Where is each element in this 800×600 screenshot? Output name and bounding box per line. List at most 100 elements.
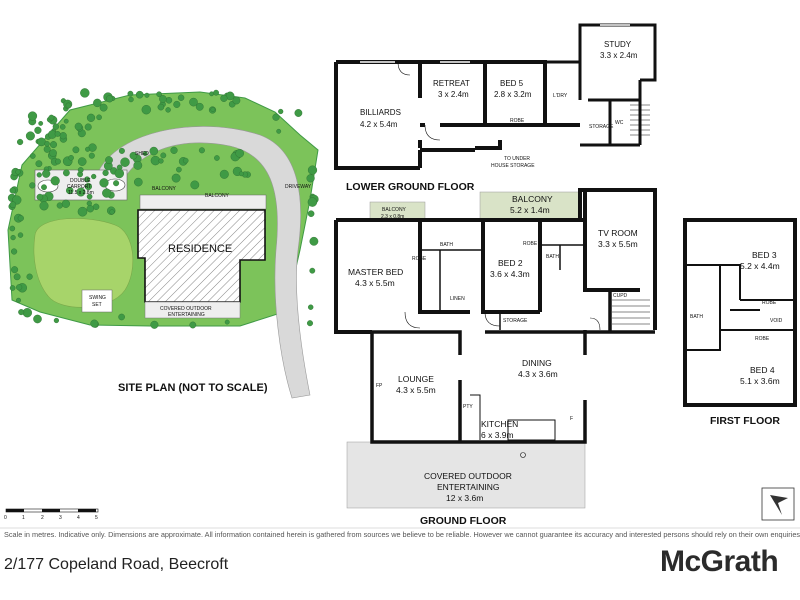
outdoor-label: ENTERTAINING bbox=[437, 482, 500, 492]
ground-storage-label: STORAGE bbox=[503, 318, 528, 324]
tree-icon bbox=[278, 108, 284, 115]
tree-icon bbox=[173, 100, 181, 108]
tree-icon bbox=[11, 266, 19, 274]
tree-icon bbox=[52, 123, 60, 130]
tree-icon bbox=[307, 210, 315, 217]
outdoor-label: COVERED OUTDOOR bbox=[424, 471, 512, 481]
tree-icon bbox=[93, 98, 102, 108]
tree-icon bbox=[99, 178, 109, 188]
dining-dim: 4.3 x 3.6m bbox=[518, 369, 558, 379]
tree-icon bbox=[77, 157, 87, 166]
disclaimer: Scale in metres. Indicative only. Dimens… bbox=[4, 530, 800, 539]
first-robe2-label: ROBE bbox=[755, 336, 770, 342]
tree-icon bbox=[84, 123, 92, 131]
balcony-area bbox=[479, 191, 581, 221]
bed4-label: BED 4 bbox=[750, 365, 775, 375]
ground-floor-title: GROUND FLOOR bbox=[420, 515, 507, 527]
bath-label: BATH bbox=[440, 242, 453, 248]
tree-icon bbox=[195, 102, 204, 111]
tree-icon bbox=[9, 201, 17, 208]
billiards-dim: 4.2 x 5.4m bbox=[360, 120, 398, 129]
tree-icon bbox=[17, 215, 24, 222]
robe-label: ROBE bbox=[412, 256, 427, 262]
trees bbox=[7, 88, 319, 329]
kitchen-bench bbox=[470, 394, 556, 441]
fridge-label: F bbox=[570, 416, 573, 422]
site-driveway-label: DRIVEWAY bbox=[285, 184, 312, 190]
tree-icon bbox=[11, 248, 18, 255]
tree-icon bbox=[214, 155, 220, 161]
tree-icon bbox=[156, 91, 162, 97]
tree-icon bbox=[26, 273, 33, 280]
tree-icon bbox=[68, 154, 74, 161]
retreat-dim: 3 x 2.4m bbox=[438, 90, 469, 99]
tree-icon bbox=[96, 114, 102, 121]
lower-ground-floor bbox=[334, 23, 657, 170]
tree-icon bbox=[43, 145, 51, 153]
first-floor-title: FIRST FLOOR bbox=[710, 415, 780, 427]
tree-icon bbox=[37, 137, 46, 147]
interior-walls bbox=[685, 264, 795, 351]
first-floor bbox=[683, 218, 797, 407]
tree-icon bbox=[9, 225, 16, 232]
scale-tick: 2 bbox=[41, 515, 44, 521]
tree-icon bbox=[177, 94, 185, 101]
tree-icon bbox=[224, 319, 230, 325]
bed3-label: BED 3 bbox=[752, 250, 777, 260]
tree-icon bbox=[129, 151, 138, 160]
tree-icon bbox=[18, 309, 25, 316]
scale-tick: 4 bbox=[77, 515, 80, 521]
tree-icon bbox=[29, 182, 36, 189]
tree-icon bbox=[198, 147, 205, 154]
tree-icon bbox=[150, 320, 159, 329]
tree-icon bbox=[158, 158, 164, 164]
north-arrow-icon bbox=[761, 487, 795, 521]
lower-storage-label: STORAGE bbox=[589, 124, 614, 130]
bed2-dim: 3.6 x 4.3m bbox=[490, 269, 530, 279]
tree-icon bbox=[55, 158, 61, 165]
site-balcony-label: BALCONY bbox=[205, 193, 230, 199]
site-plan: SHED DOUBLE CARPORT 11.5 x 2.8m BALCONY … bbox=[7, 88, 319, 399]
tree-icon bbox=[36, 193, 44, 201]
tree-icon bbox=[90, 319, 99, 328]
tree-icon bbox=[17, 232, 24, 238]
tree-icon bbox=[22, 308, 32, 318]
lower-ground-title: LOWER GROUND FLOOR bbox=[346, 181, 475, 193]
scale-tick: 0 bbox=[4, 515, 7, 521]
tree-icon bbox=[29, 153, 36, 159]
tree-icon bbox=[59, 132, 67, 140]
tree-icon bbox=[86, 113, 96, 122]
tree-icon bbox=[27, 111, 38, 121]
tree-icon bbox=[309, 236, 319, 246]
scale-tick: 1 bbox=[22, 515, 25, 521]
tree-icon bbox=[92, 203, 100, 211]
bed3-dim: 5.2 x 4.4m bbox=[740, 261, 780, 271]
void-label: VOID bbox=[770, 318, 783, 324]
tree-icon bbox=[54, 130, 61, 137]
balcony-small-label: BALCONY bbox=[382, 207, 407, 213]
billiards-label: BILLIARDS bbox=[360, 108, 401, 117]
outdoor-dim: 12 x 3.6m bbox=[446, 493, 483, 503]
robe2-label: ROBE bbox=[523, 241, 538, 247]
tree-icon bbox=[135, 90, 144, 99]
site-swing-label: SWING bbox=[89, 295, 106, 301]
lower-robe-label: ROBE bbox=[510, 118, 525, 124]
tree-icon bbox=[35, 160, 43, 168]
tree-icon bbox=[109, 209, 115, 215]
scale-tick: 5 bbox=[95, 515, 98, 521]
tree-icon bbox=[306, 174, 315, 183]
tree-icon bbox=[72, 146, 80, 154]
tree-icon bbox=[34, 126, 42, 134]
tree-icon bbox=[84, 176, 91, 183]
tree-icon bbox=[209, 91, 215, 97]
tree-icon bbox=[102, 169, 109, 177]
site-balcony-label: BALCONY bbox=[152, 186, 177, 192]
site-swing-label: SET bbox=[92, 302, 102, 308]
tree-icon bbox=[133, 160, 143, 170]
wc-label: WC bbox=[615, 120, 624, 126]
balcony-dim: 5.2 x 1.4m bbox=[510, 205, 550, 215]
bed2-label: BED 2 bbox=[498, 258, 523, 268]
site-shed-label: SHED bbox=[135, 151, 149, 157]
tree-icon bbox=[272, 113, 280, 121]
